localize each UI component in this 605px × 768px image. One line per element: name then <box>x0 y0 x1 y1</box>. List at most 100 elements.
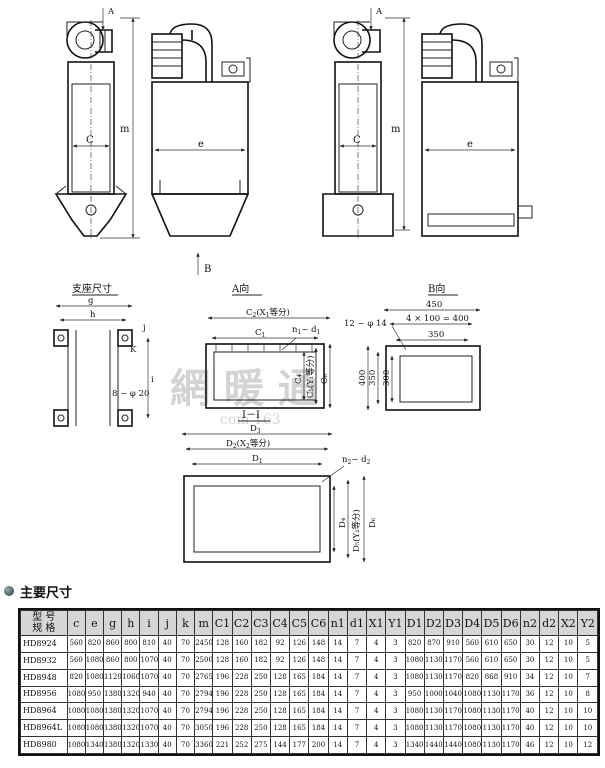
front-view-1: e B <box>150 23 251 275</box>
table-cell: 4 <box>366 668 387 687</box>
b-4x100-label: 4 × 100 = 400 <box>406 314 469 324</box>
model-cell: HD8964L <box>20 719 68 738</box>
column-header: Y2 <box>577 610 598 636</box>
table-cell: 1040 <box>442 685 464 704</box>
column-header: k <box>175 610 196 636</box>
table-cell: 1170 <box>500 685 521 704</box>
table-cell: 7 <box>346 736 368 754</box>
table-cell: 12 <box>539 651 560 670</box>
table-cell: 1130 <box>481 685 502 704</box>
table-cell: 910 <box>500 668 521 687</box>
support-g: g <box>88 296 94 306</box>
table-cell: 46 <box>519 736 541 754</box>
table-cell: 7 <box>346 635 368 653</box>
table-cell: 40 <box>519 702 541 721</box>
model-cell: HD8980 <box>20 736 68 754</box>
table-cell: 3 <box>385 651 406 670</box>
table-cell: 12 <box>539 702 560 721</box>
s-d5-label: D₅(Y₂等分) <box>351 509 362 552</box>
b-350v-label: 350 <box>368 370 378 386</box>
table-cell: 820 <box>66 668 86 687</box>
column-header: c <box>66 610 86 636</box>
column-header: g <box>102 610 123 636</box>
table-cell: 3 <box>385 685 406 704</box>
column-header: C1 <box>212 610 233 636</box>
table-cell: 12 <box>539 719 560 738</box>
table-cell: 1330 <box>139 736 159 754</box>
table-cell: 228 <box>231 668 252 687</box>
table-cell: 2765 <box>194 668 214 687</box>
table-cell: 3 <box>385 668 406 687</box>
table-cell: 144 <box>269 736 291 754</box>
table-cell: 650 <box>500 635 521 653</box>
table-cell: 810 <box>139 635 159 653</box>
table-cell: 1130 <box>423 719 444 738</box>
a-c4-label: C₄ <box>294 373 304 384</box>
table-cell: 128 <box>212 651 233 670</box>
table-cell: 40 <box>157 651 177 670</box>
table-cell: 228 <box>231 702 252 721</box>
table-cell: 126 <box>289 635 310 653</box>
table-cell: 182 <box>250 635 271 653</box>
table-cell: 184 <box>308 719 329 738</box>
b-400-label: 400 <box>358 370 368 386</box>
table-cell: 1130 <box>423 702 444 721</box>
view-a-arrow: A <box>101 7 115 31</box>
dim-m-label: m <box>120 124 130 135</box>
table-cell: 800 <box>121 651 141 670</box>
table-cell: 1130 <box>481 736 502 754</box>
table-cell: 1440 <box>423 736 444 754</box>
dim-m-label-2: m <box>391 124 401 135</box>
support-k: K <box>130 345 137 355</box>
watermark-text: 網 暖 通 <box>170 365 318 412</box>
table-cell: 196 <box>212 668 233 687</box>
table-cell: 70 <box>175 719 196 738</box>
table-cell: 12 <box>577 736 598 754</box>
table-cell: 12 <box>539 635 560 653</box>
table-cell: 7 <box>346 702 368 721</box>
column-header: m <box>194 610 214 636</box>
table-cell: 165 <box>289 702 310 721</box>
watermark-subtext: com 163 <box>220 412 281 428</box>
dimensions-heading: 主要尺寸 <box>4 582 72 601</box>
table-cell: 1080 <box>66 736 86 754</box>
table-cell: 1320 <box>121 702 141 721</box>
table-cell: 200 <box>308 736 329 754</box>
table-cell: 14 <box>327 719 348 738</box>
table-cell: 14 <box>327 685 348 704</box>
dim-e-label: e <box>198 139 204 150</box>
table-cell: 910 <box>442 635 464 653</box>
table-cell: 40 <box>157 719 177 738</box>
table-cell: 1380 <box>102 736 123 754</box>
table-cell: 1120 <box>102 668 123 687</box>
table-cell: 182 <box>250 651 271 670</box>
b-300-label: 300 <box>382 370 392 386</box>
table-cell: 3 <box>385 702 406 721</box>
dim-e-2: e <box>424 139 516 152</box>
table-cell: 12 <box>539 736 560 754</box>
table-cell: 1340 <box>404 736 425 754</box>
support-title: 支座尺寸 <box>72 282 112 295</box>
column-header: C6 <box>308 610 329 636</box>
column-header: Y1 <box>385 610 406 636</box>
column-header: e <box>84 610 105 636</box>
table-cell: 3050 <box>194 719 214 738</box>
table-cell: 70 <box>175 651 196 670</box>
table-cell: 1070 <box>139 668 159 687</box>
table-cell: 4 <box>366 719 387 738</box>
a-view-title: A向 <box>231 282 249 295</box>
table-cell: 1080 <box>84 702 105 721</box>
table-cell: 184 <box>308 685 329 704</box>
section-i-i: I－I D3 D2(X2等分) D1 n2~ d2 D₄ D₅(Y₂等分) D₆ <box>181 410 378 563</box>
table-cell: 1080 <box>462 685 483 704</box>
table-cell: 1080 <box>404 668 425 687</box>
table-cell: 1440 <box>442 736 464 754</box>
table-cell: 560 <box>66 651 86 670</box>
column-header: D5 <box>481 610 502 636</box>
table-cell: 128 <box>269 668 291 687</box>
table-cell: 14 <box>327 635 348 653</box>
table-cell: 1130 <box>481 702 502 721</box>
table-cell: 10 <box>558 702 579 721</box>
